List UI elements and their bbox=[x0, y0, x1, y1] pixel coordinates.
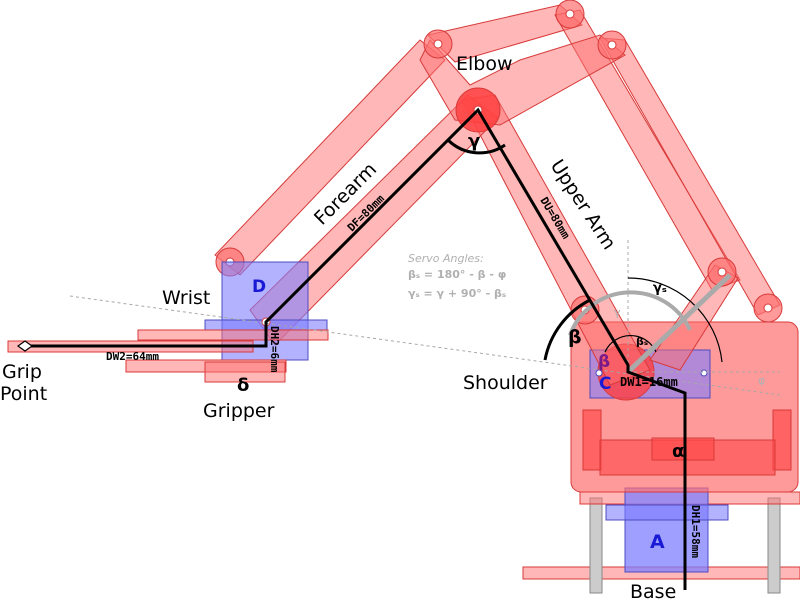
angle-beta: β bbox=[568, 326, 582, 348]
dim-shoulder-offset: DW1=16mm bbox=[620, 375, 678, 389]
base-leg-right bbox=[767, 497, 781, 594]
arc-beta bbox=[543, 298, 591, 361]
arc-gamma-s bbox=[627, 277, 723, 363]
servo-label-a: A bbox=[650, 531, 665, 553]
servo-angles-note: Servo Angles: βₛ = 180° - β - φ γₛ = γ +… bbox=[408, 252, 506, 300]
reference-lines bbox=[69, 240, 781, 396]
link-upper-parallel-2 bbox=[599, 37, 781, 316]
label-grip-point-line1: Grip bbox=[2, 361, 42, 383]
kinematic-skeleton bbox=[25, 107, 687, 590]
angle-alpha: α bbox=[672, 441, 684, 462]
dim-base-height: DH1=58mm bbox=[689, 505, 702, 558]
servo-angle-arcs bbox=[568, 273, 732, 374]
note-beta-line: βₛ = 180° - β - φ bbox=[408, 268, 506, 281]
grip-point-marker bbox=[16, 340, 34, 352]
servo-c-screw-right bbox=[700, 369, 708, 377]
base-leg-left bbox=[589, 497, 603, 594]
label-shoulder: Shoulder bbox=[463, 372, 548, 394]
gripper-jaw-upper bbox=[137, 329, 329, 341]
label-elbow: Elbow bbox=[456, 53, 513, 75]
arc-beta-s-gray bbox=[568, 290, 692, 336]
angle-phi: φ bbox=[758, 374, 765, 387]
note-title: Servo Angles: bbox=[408, 252, 484, 265]
gripper-base bbox=[204, 361, 286, 383]
servo-a-body bbox=[624, 487, 709, 573]
shoulder-bracket-left bbox=[582, 409, 602, 471]
gamma-s-ray bbox=[626, 273, 732, 374]
label-wrist: Wrist bbox=[162, 287, 210, 309]
arc-gamma bbox=[446, 138, 506, 155]
servo-a-flange bbox=[605, 504, 729, 521]
pin-6 bbox=[717, 267, 727, 277]
dim-wrist-horizontal: DW2=64mm bbox=[106, 350, 159, 363]
servo-label-c: C bbox=[599, 374, 611, 394]
shoulder-bracket-right bbox=[772, 409, 792, 471]
pin-3 bbox=[607, 40, 617, 50]
label-grip-point-line2: Point bbox=[0, 383, 47, 405]
label-base: Base bbox=[630, 581, 676, 600]
angle-gamma: γ bbox=[468, 131, 480, 152]
servo-label-d: D bbox=[252, 277, 266, 297]
angle-beta-servo-mark: β bbox=[598, 352, 610, 372]
angle-gamma-small: γ bbox=[614, 306, 621, 319]
shoulder-mount bbox=[651, 437, 715, 461]
angle-gamma-s: γₛ bbox=[653, 281, 667, 296]
arc-beta-s bbox=[604, 335, 657, 353]
angle-beta-s: βₛ bbox=[636, 335, 648, 348]
note-gamma-line: γₛ = γ + 90° - βₛ bbox=[408, 287, 506, 300]
pin-2 bbox=[565, 9, 575, 19]
base-assembly bbox=[522, 487, 800, 594]
pin-7 bbox=[763, 303, 773, 313]
dim-wrist-vertical: DH2=6mm bbox=[268, 326, 281, 373]
pin-1 bbox=[433, 39, 443, 49]
kinematic-chain bbox=[25, 107, 687, 590]
label-gripper: Gripper bbox=[203, 400, 275, 422]
angle-delta: δ bbox=[237, 375, 249, 396]
joint-angle-arcs bbox=[446, 138, 591, 361]
